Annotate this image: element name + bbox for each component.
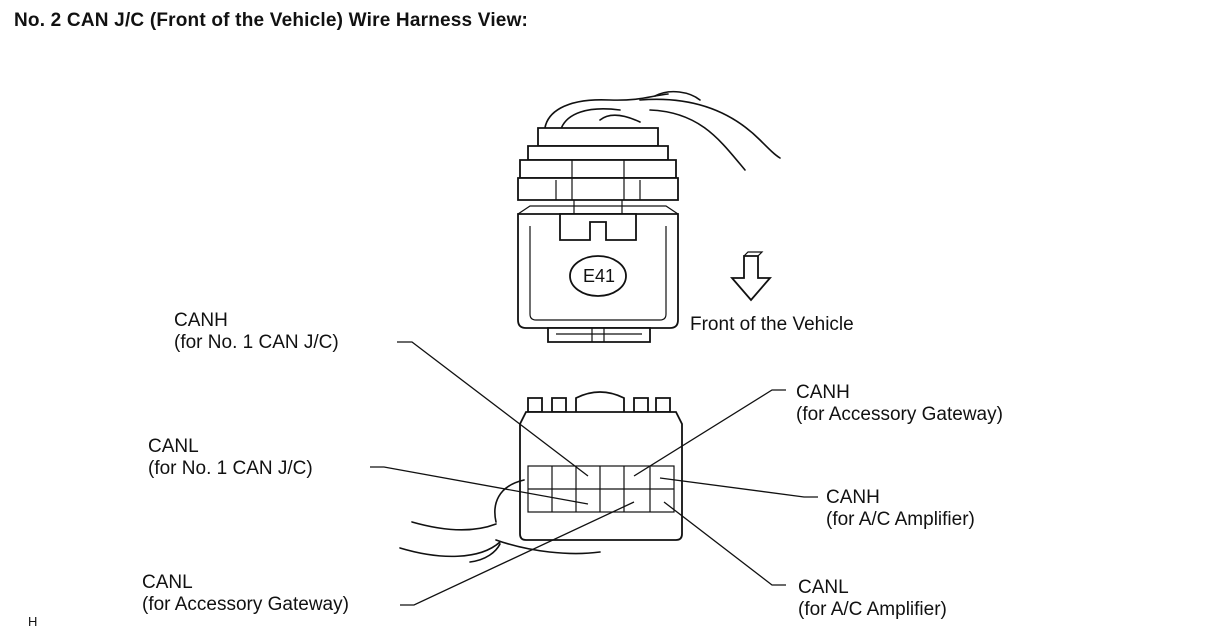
leader-canh-gateway: [633, 389, 786, 477]
front-direction-arrow-icon: [730, 251, 772, 302]
connector-code-oval: [569, 255, 627, 297]
callout-canh-ac: CANH (for A/C Amplifier): [826, 487, 975, 531]
upper-connector-illustration: [517, 90, 781, 343]
leader-lines: [370, 341, 818, 606]
leader-canl-ac: [663, 501, 786, 586]
callout-canl-no1: CANL (for No. 1 CAN J/C): [148, 436, 313, 480]
callout-canl-ac-detail: (for A/C Amplifier): [798, 599, 947, 620]
callout-canl-ac-name: CANL: [798, 577, 849, 598]
leader-canh-ac: [659, 477, 818, 498]
callout-canl-ac: CANL (for A/C Amplifier): [798, 577, 947, 621]
leader-canl-no1: [370, 466, 589, 505]
callout-canh-no1: CANH (for No. 1 CAN J/C): [174, 310, 339, 354]
callout-canh-gateway-name: CANH: [796, 382, 850, 403]
callout-canh-no1-name: CANH: [174, 310, 228, 331]
page-title: No. 2 CAN J/C (Front of the Vehicle) Wir…: [14, 10, 529, 31]
figure-code: H: [28, 614, 38, 629]
callout-canl-gateway: CANL (for Accessory Gateway): [142, 572, 349, 616]
leader-canh-no1: [397, 341, 589, 477]
front-of-vehicle-label: Front of the Vehicle: [690, 314, 854, 335]
callout-canh-ac-detail: (for A/C Amplifier): [826, 509, 975, 530]
callout-canh-gateway: CANH (for Accessory Gateway): [796, 382, 1003, 426]
callout-canl-no1-name: CANL: [148, 436, 199, 457]
connector-code: E41: [583, 266, 616, 286]
callout-canl-no1-detail: (for No. 1 CAN J/C): [148, 458, 313, 479]
leader-canl-gateway: [400, 501, 635, 606]
callout-canh-no1-detail: (for No. 1 CAN J/C): [174, 332, 339, 353]
callout-canh-ac-name: CANH: [826, 487, 880, 508]
callout-canl-gateway-name: CANL: [142, 572, 193, 593]
lower-connector-illustration: [399, 391, 683, 563]
callout-canh-gateway-detail: (for Accessory Gateway): [796, 404, 1003, 425]
callout-canl-gateway-detail: (for Accessory Gateway): [142, 594, 349, 615]
